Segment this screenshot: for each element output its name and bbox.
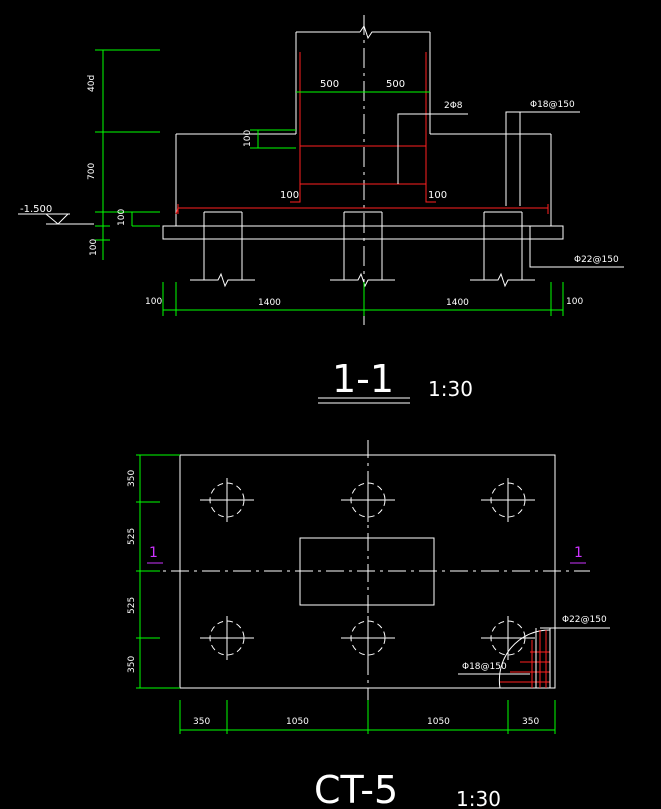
dim-inner-100a: 100 xyxy=(280,190,299,201)
pile-left xyxy=(203,211,243,280)
pile-center-break xyxy=(330,272,395,288)
plan-dim-left-525b: 525 xyxy=(127,597,137,614)
leader-rebar-top xyxy=(505,111,580,206)
section-title: 1-1 xyxy=(332,357,394,401)
plan-dim-bottom-1050a: 1050 xyxy=(286,717,309,727)
pile-right-break xyxy=(470,272,535,288)
label-rebar-bottom: Φ22@150 xyxy=(574,255,619,265)
dim-bottom-ext xyxy=(162,282,564,316)
section-view: 40d 700 100 100 100 -1.500 500 500 100 1… xyxy=(18,15,624,404)
dim-top-500b: 500 xyxy=(386,79,405,90)
plan-dim-bottom-ext xyxy=(179,700,556,734)
dim-left-100a: 100 xyxy=(117,209,127,226)
leader-rebar-bottom xyxy=(529,226,624,268)
dim-left-700: 700 xyxy=(87,163,97,180)
dim-left-ext xyxy=(95,49,160,241)
plan-dim-left-525a: 525 xyxy=(127,528,137,545)
label-rebar-b: Φ18@150 xyxy=(462,662,507,672)
pile-top-left xyxy=(200,478,254,522)
pile-cap-outline xyxy=(175,133,552,226)
pile-bottom-left xyxy=(200,616,254,660)
rebar-detail xyxy=(458,627,610,689)
dim-rebar-top: 100 xyxy=(243,130,253,147)
plan-scale: 1:30 xyxy=(456,787,501,809)
dim-bottom-100a: 100 xyxy=(145,297,162,307)
plan-dim-left-ext xyxy=(136,454,180,689)
plan-dim-bottom-1050b: 1050 xyxy=(427,717,450,727)
pile-left-break xyxy=(190,272,255,288)
dim-bottom-100b: 100 xyxy=(566,297,583,307)
column-rebar-right xyxy=(425,52,436,203)
dim-rebar-top-ext xyxy=(250,129,296,149)
dim-inner-100b: 100 xyxy=(428,190,447,201)
cap-rebar-end xyxy=(175,207,179,215)
pile-bottom-right xyxy=(481,616,535,660)
label-rebar-a: Φ22@150 xyxy=(562,615,607,625)
column-break-mark xyxy=(359,24,430,40)
label-rebar-top: Φ18@150 xyxy=(530,100,575,110)
plan-title: CT-5 xyxy=(314,768,398,809)
cushion-layer xyxy=(162,225,564,240)
pile-top-right xyxy=(481,478,535,522)
section-scale: 1:30 xyxy=(428,377,473,401)
elevation-mark xyxy=(18,213,70,225)
dim-top-500a: 500 xyxy=(320,79,339,90)
section-mark-left: 1 xyxy=(149,545,158,561)
elevation-label: -1.500 xyxy=(20,204,52,215)
pile-bottom-center xyxy=(341,616,395,660)
dim-bottom-1400b: 1400 xyxy=(446,298,469,308)
dim-bottom-1400a: 1400 xyxy=(258,298,281,308)
dim-left-40d: 40d xyxy=(87,75,97,92)
pile-top-center xyxy=(341,478,395,522)
pile-right xyxy=(483,211,523,280)
pile-center xyxy=(343,211,383,280)
leader-stirrup xyxy=(397,113,468,184)
plan-dim-bottom-350b: 350 xyxy=(522,717,539,727)
section-mark-right: 1 xyxy=(574,545,583,561)
plan-dim-left-350a: 350 xyxy=(127,470,137,487)
dim-left-inner-ext xyxy=(132,211,160,227)
column-rebar-left xyxy=(290,52,301,203)
dim-left-100b: 100 xyxy=(89,239,99,256)
plan-view: Φ22@150 Φ18@150 1 1 350 525 525 350 350 … xyxy=(127,440,610,809)
plan-dim-bottom-350a: 350 xyxy=(193,717,210,727)
label-stirrup: 2Φ8 xyxy=(444,101,463,111)
plan-dim-left-350b: 350 xyxy=(127,656,137,673)
